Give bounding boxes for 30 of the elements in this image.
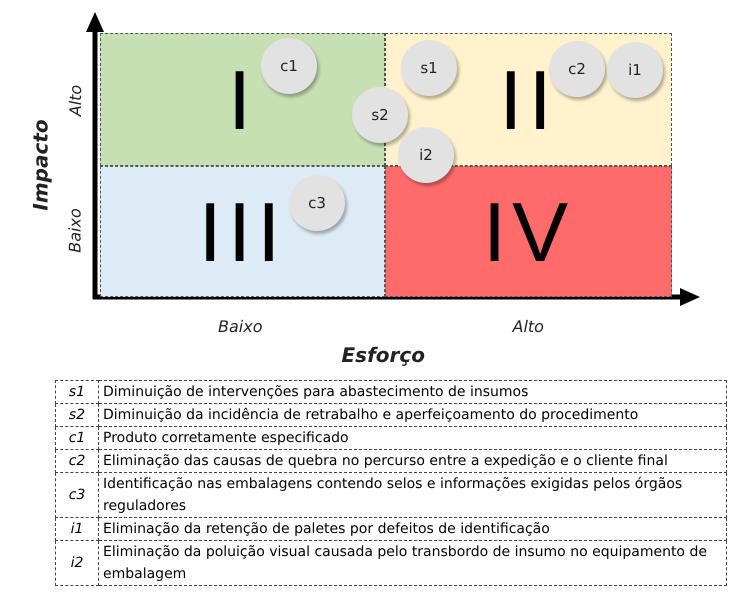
item-code: s2 (56, 404, 98, 426)
item-marker-circle: s1 (401, 40, 457, 96)
item-code: c1 (56, 426, 98, 450)
item-description: Eliminação da retenção de paletes por defeitos de identificação (98, 518, 726, 540)
quadrant-numeral: I (228, 58, 258, 142)
quadrant-panel (100, 166, 385, 297)
axis-tick-label: Alto (66, 84, 85, 116)
item-code: i1 (56, 518, 98, 540)
item-description: Eliminação da poluição visual causada pelo transbordo de insumo no equipamento de embalagem (98, 540, 726, 586)
item-code: c2 (56, 450, 98, 472)
item-description: Eliminação das causas de quebra no percurso entre a expedição e o cliente final (98, 450, 726, 472)
axis-tick-label: Alto (512, 316, 544, 336)
quadrant-panel (385, 166, 672, 297)
item-marker-circle: i1 (607, 42, 663, 98)
axis-tick-label: Baixo (66, 208, 85, 252)
item-description: Produto corretamente especificado (98, 426, 726, 450)
axis-title: Impacto (28, 119, 52, 211)
quadrant-numeral: III (198, 190, 286, 274)
quadrant-numeral: IV (482, 190, 574, 274)
item-marker-circle: c1 (261, 38, 317, 94)
axis-tick-label: Baixo (218, 316, 262, 336)
item-description: Diminuição de intervenções para abastecimento de insumos (98, 380, 726, 404)
axis-title: Esforço (342, 343, 425, 367)
item-marker-circle: c3 (289, 175, 345, 231)
item-marker-circle: c2 (549, 41, 605, 97)
item-description: Diminuição da incidência de retrabalho e aperfeiçoamento do procedimento (98, 404, 726, 426)
item-code: i2 (56, 540, 98, 586)
item-code: s1 (56, 380, 98, 404)
item-description: Identificação nas embalagens contendo selos e informações exigidas pelos órgãos reguladores (98, 472, 726, 518)
item-code: c3 (56, 472, 98, 518)
